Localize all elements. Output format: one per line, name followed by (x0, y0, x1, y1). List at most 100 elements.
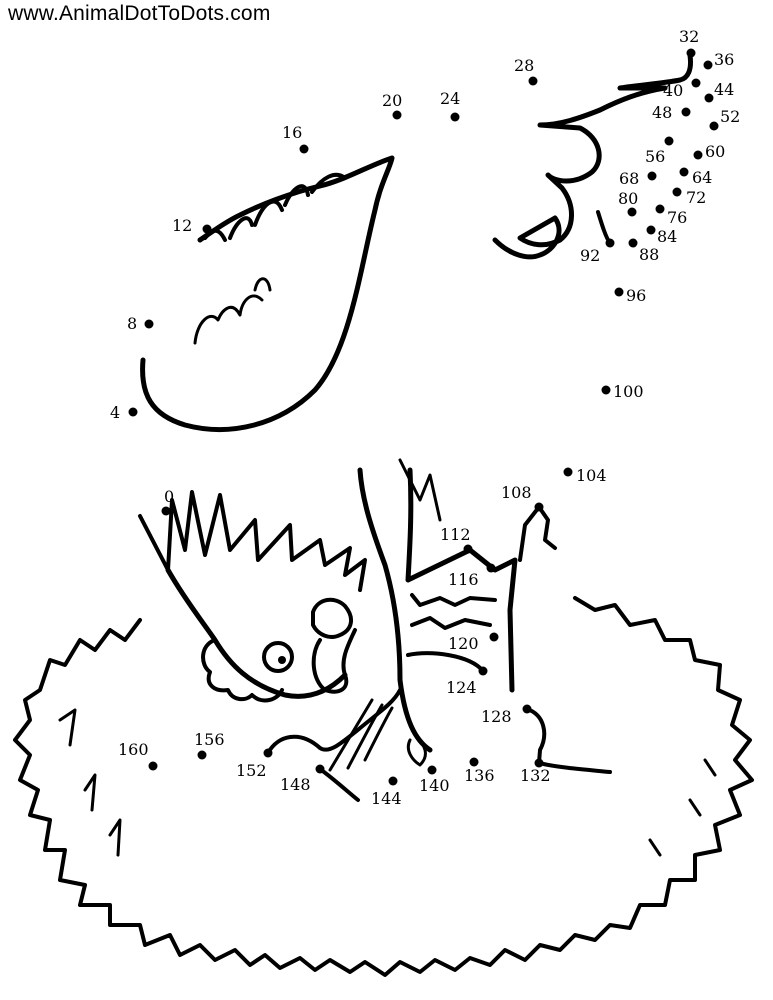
puzzle-dot[interactable]: 0 (161, 487, 175, 516)
puzzle-dot[interactable]: 132 (520, 758, 551, 786)
puzzle-dot[interactable]: 88 (628, 238, 660, 265)
dot-marker[interactable] (202, 224, 212, 234)
dot-number-label: 4 (110, 403, 120, 422)
dot-marker[interactable] (709, 121, 719, 131)
dot-marker[interactable] (646, 225, 656, 235)
puzzle-dot[interactable]: 136 (464, 757, 495, 786)
dot-marker[interactable] (691, 78, 701, 88)
dot-marker[interactable] (315, 764, 325, 774)
puzzle-dot[interactable]: 48 (652, 103, 691, 122)
dot-marker[interactable] (655, 204, 665, 214)
dot-marker[interactable] (161, 506, 171, 516)
puzzle-dot[interactable]: 56 (645, 136, 674, 167)
puzzle-dot[interactable]: 156 (194, 730, 225, 760)
dot-marker[interactable] (605, 238, 615, 248)
wing-drawing (140, 155, 395, 432)
dot-marker[interactable] (681, 107, 691, 117)
puzzle-dot[interactable]: 160 (118, 740, 158, 771)
dot-number-label: 40 (663, 81, 683, 100)
dot-marker[interactable] (627, 207, 637, 217)
dot-number-label: 20 (382, 91, 402, 110)
dot-marker[interactable] (489, 632, 499, 642)
puzzle-dot[interactable]: 4 (110, 403, 138, 422)
dot-number-label: 76 (667, 208, 687, 227)
puzzle-dot[interactable]: 128 (481, 704, 532, 727)
puzzle-dot[interactable]: 20 (382, 91, 402, 120)
puzzle-dot[interactable]: 92 (580, 238, 615, 266)
dot-marker[interactable] (144, 319, 154, 329)
dot-marker[interactable] (478, 666, 488, 676)
dot-number-label: 120 (448, 634, 479, 653)
dot-marker[interactable] (486, 563, 496, 573)
puzzle-dot[interactable]: 120 (448, 632, 499, 654)
puzzle-dot[interactable]: 8 (127, 314, 154, 333)
dot-marker[interactable] (704, 93, 714, 103)
dot-marker[interactable] (148, 761, 158, 771)
dot-marker[interactable] (463, 544, 473, 554)
puzzle-dot[interactable]: 52 (709, 107, 741, 131)
puzzle-dot[interactable]: 100 (601, 382, 644, 401)
dot-number-label: 116 (448, 570, 479, 589)
dot-marker[interactable] (388, 776, 398, 786)
dot-marker[interactable] (263, 748, 273, 758)
dot-number-label: 36 (714, 50, 734, 69)
puzzle-dot[interactable]: 84 (646, 225, 678, 247)
dot-number-label: 156 (194, 730, 225, 749)
puzzle-dot[interactable]: 124 (446, 666, 488, 698)
puzzle-dot[interactable]: 104 (563, 466, 607, 485)
dot-marker[interactable] (614, 287, 624, 297)
puzzle-dot[interactable]: 68 (619, 169, 657, 188)
dot-marker[interactable] (534, 502, 544, 512)
dot-marker[interactable] (686, 48, 696, 58)
dot-marker[interactable] (601, 385, 611, 395)
puzzle-dot[interactable]: 64 (679, 167, 713, 188)
puzzle-dot[interactable]: 32 (679, 27, 699, 58)
dot-marker[interactable] (672, 187, 682, 197)
puzzle-dot[interactable]: 28 (514, 56, 538, 86)
puzzle-dot[interactable]: 60 (693, 142, 726, 161)
puzzle-dot[interactable]: 152 (236, 748, 273, 781)
puzzle-dot[interactable]: 148 (280, 764, 325, 795)
dot-number-label: 32 (679, 27, 699, 46)
puzzle-dot[interactable]: 24 (440, 89, 460, 122)
dot-number-label: 12 (172, 216, 192, 235)
dot-marker[interactable] (647, 171, 657, 181)
dot-marker[interactable] (427, 765, 437, 775)
dot-marker[interactable] (534, 758, 544, 768)
puzzle-dot[interactable]: 16 (282, 123, 309, 154)
puzzle-dot[interactable]: 76 (655, 204, 688, 228)
dot-number-label: 112 (440, 525, 471, 544)
dot-marker[interactable] (664, 136, 674, 146)
dot-number-label: 48 (652, 103, 672, 122)
puzzle-dot[interactable]: 12 (172, 216, 212, 235)
puzzle-dot[interactable]: 112 (440, 525, 473, 554)
puzzle-dot[interactable]: 140 (419, 765, 450, 796)
dot-number-label: 136 (464, 766, 495, 785)
dot-marker[interactable] (450, 112, 460, 122)
puzzle-dot[interactable]: 36 (703, 50, 735, 70)
puzzle-dot[interactable]: 108 (501, 483, 544, 512)
dot-marker[interactable] (528, 76, 538, 86)
puzzle-dot[interactable]: 96 (614, 286, 647, 305)
dot-number-label: 84 (657, 227, 677, 246)
dot-marker[interactable] (197, 750, 207, 760)
dot-marker[interactable] (703, 60, 713, 70)
dot-marker[interactable] (522, 704, 532, 714)
dot-marker[interactable] (299, 144, 309, 154)
puzzle-dot[interactable]: 80 (618, 189, 638, 217)
puzzle-dot[interactable]: 116 (448, 563, 496, 590)
dot-number-label: 108 (501, 483, 532, 502)
dot-number-label: 72 (686, 188, 706, 207)
puzzle-dot[interactable]: 144 (371, 776, 402, 809)
dot-marker[interactable] (128, 407, 138, 417)
dot-marker[interactable] (563, 467, 573, 477)
puzzle-dot[interactable]: 72 (672, 187, 707, 208)
dot-number-label: 128 (481, 707, 512, 726)
dot-marker[interactable] (392, 110, 402, 120)
puzzle-dot[interactable]: 40 (663, 78, 701, 101)
puzzle-dot[interactable]: 44 (704, 80, 735, 103)
dot-marker[interactable] (469, 757, 479, 767)
dot-marker[interactable] (679, 167, 689, 177)
dot-marker[interactable] (693, 150, 703, 160)
dot-marker[interactable] (628, 238, 638, 248)
